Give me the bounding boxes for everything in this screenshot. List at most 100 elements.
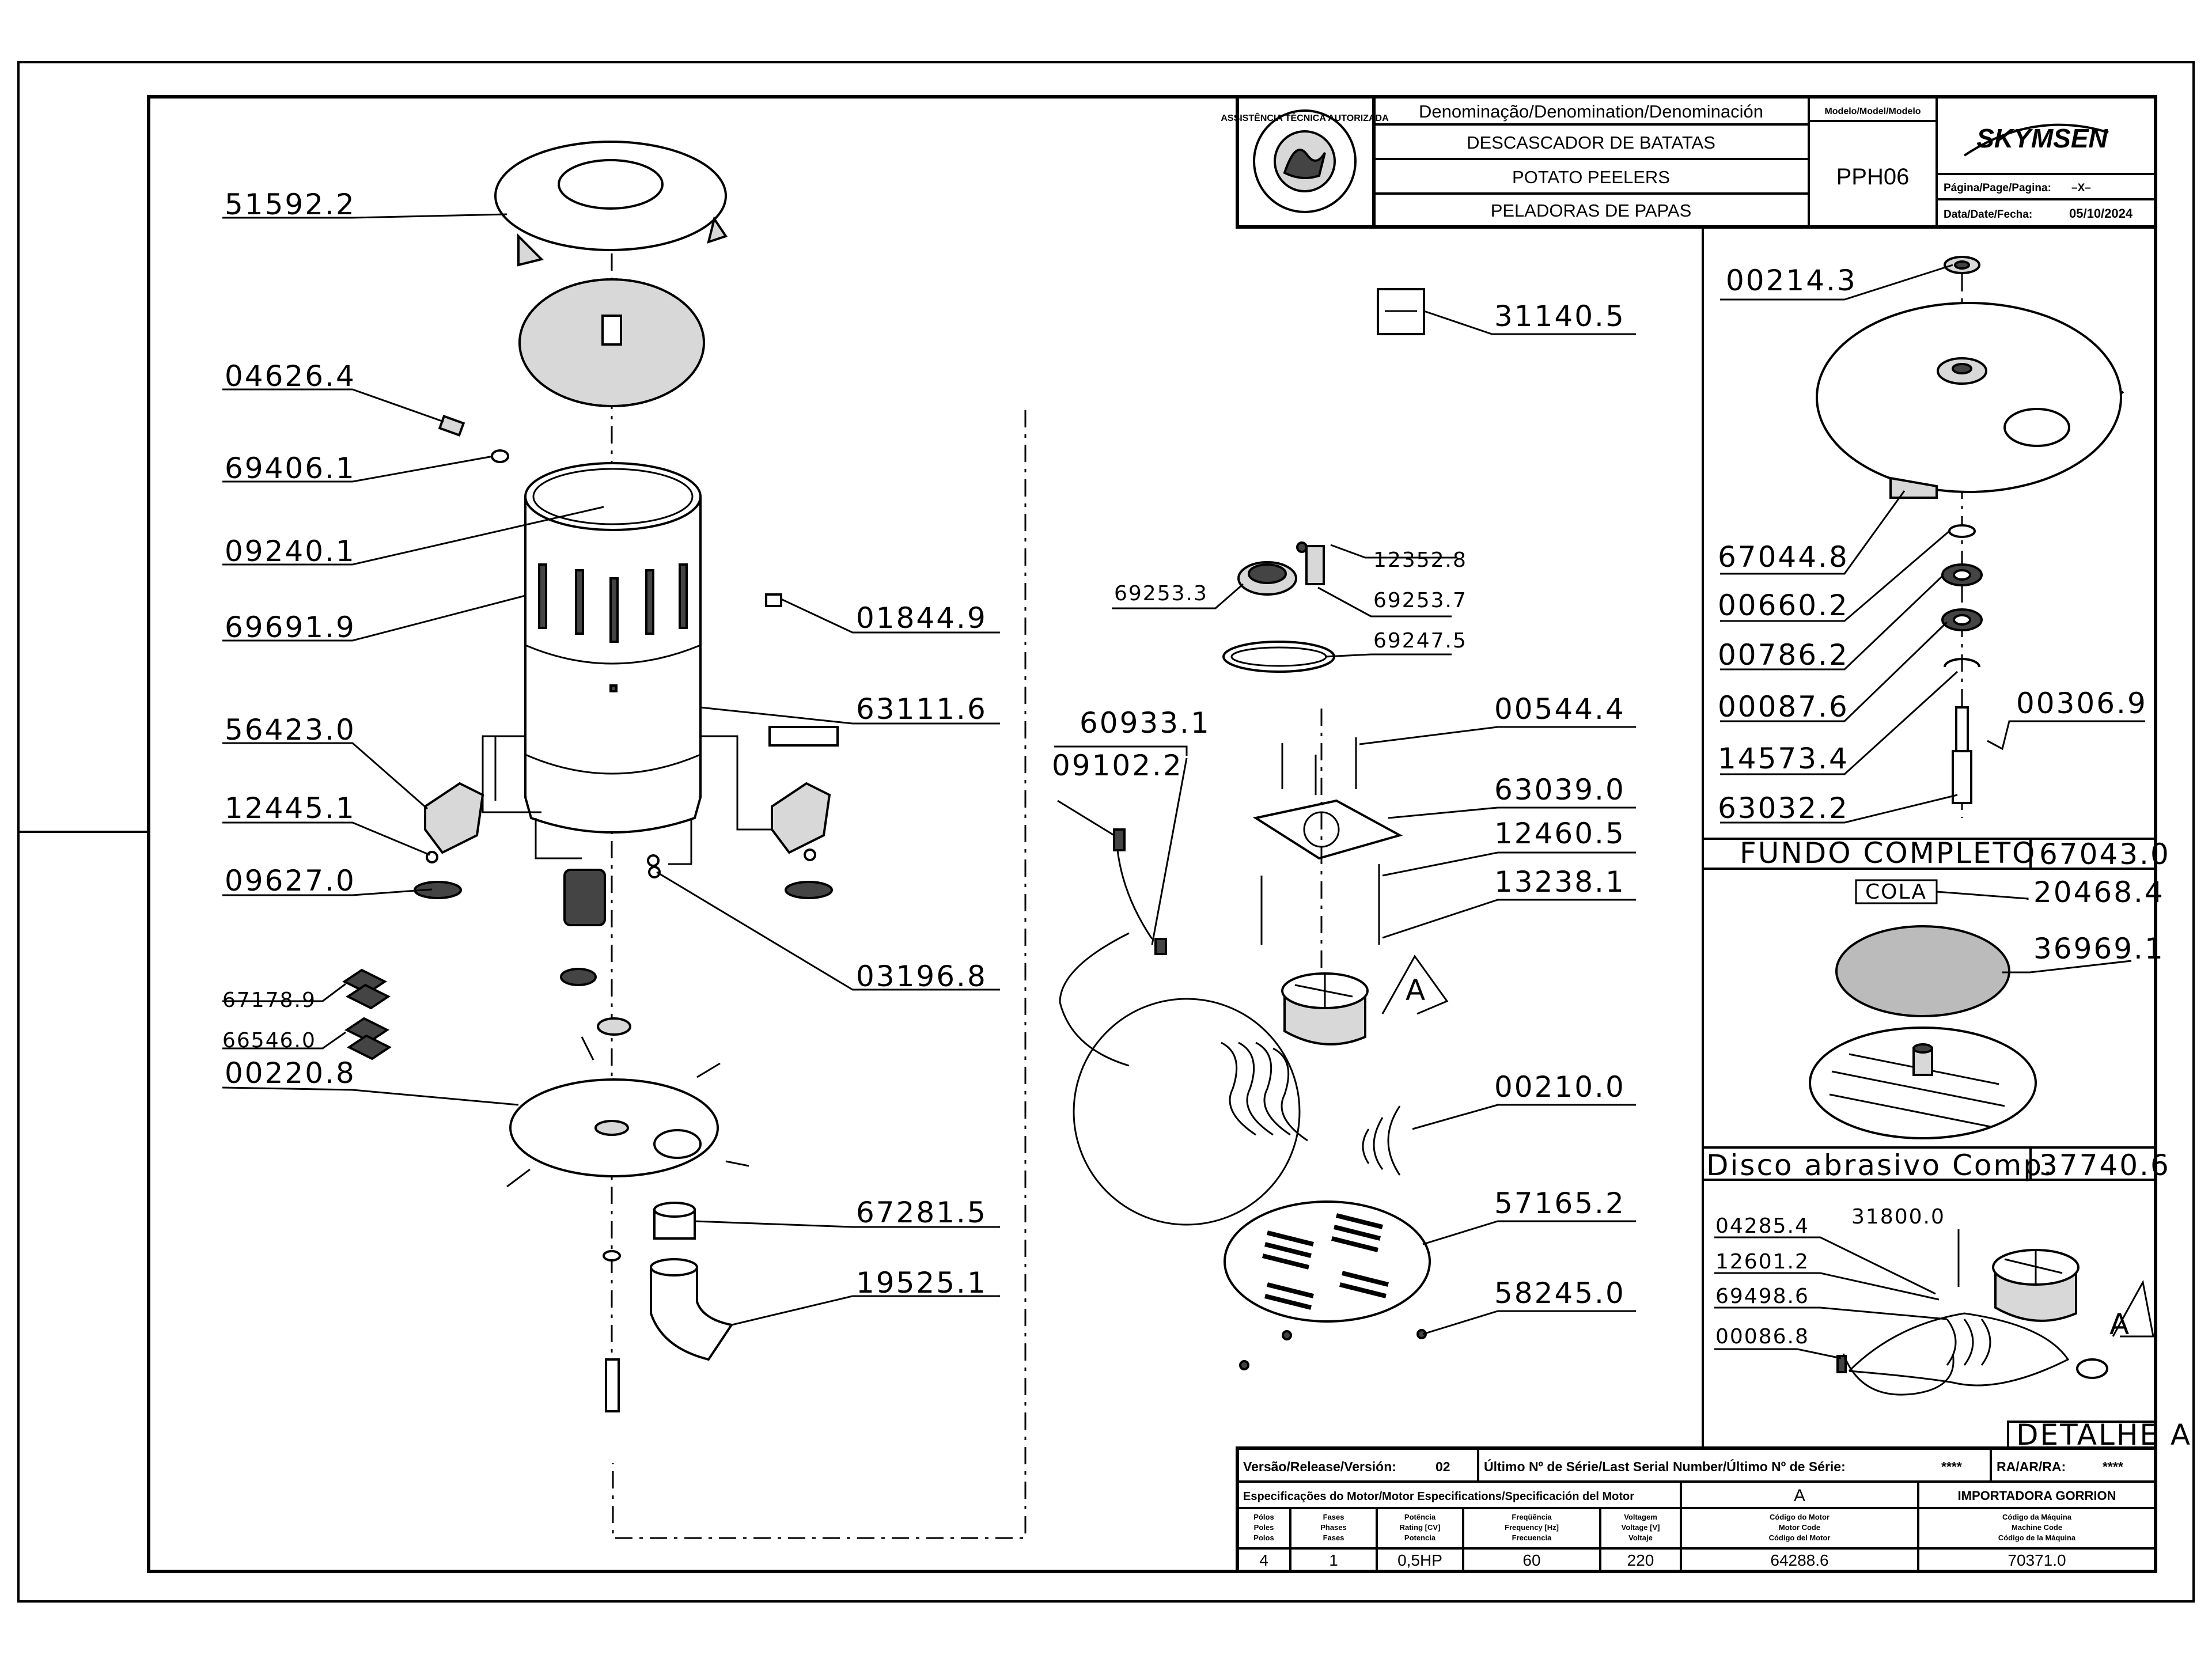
value-machine-code: 70371.0 xyxy=(2008,1551,2066,1569)
top-lid-51592 xyxy=(494,141,728,267)
date-value: 05/10/2024 xyxy=(2069,206,2133,221)
label-31140-5: 31140.5 xyxy=(1494,300,1626,333)
abrasive-disc-base xyxy=(1809,1027,2037,1139)
label-56423-0: 56423.0 xyxy=(225,713,356,747)
page-value: –X– xyxy=(2071,182,2091,194)
col-voltage-1: Voltagem xyxy=(1624,1513,1657,1521)
spec-block: Versão/Release/Versión: 02 Último Nº de … xyxy=(1236,1446,2157,1573)
col-machine-code-3: Código de la Máquina xyxy=(1998,1533,2076,1542)
col-voltage-3: Voltaje xyxy=(1628,1533,1653,1542)
label-12460-5: 12460.5 xyxy=(1494,817,1626,850)
vent-grille-57165 xyxy=(1224,1200,1431,1370)
bearings-stack xyxy=(1941,524,1983,804)
cylinder-body-69691 xyxy=(524,462,839,834)
label-00087-6: 00087.6 xyxy=(1718,690,1849,724)
label-00210-0: 00210.0 xyxy=(1494,1070,1626,1104)
name-pt: DESCASCADOR DE BATATAS xyxy=(1467,132,1715,153)
label-12352-8: 12352.8 xyxy=(1373,548,1467,572)
label-20468-4: 20468.4 xyxy=(2033,876,2165,909)
label-63111-6: 63111.6 xyxy=(856,692,987,726)
label-disco-abrasivo: Disco abrasivo Comp. xyxy=(1706,1149,2054,1182)
base-frame-legs xyxy=(414,735,833,986)
col-machine-code-2: Machine Code xyxy=(2012,1523,2062,1532)
value-voltage: 220 xyxy=(1627,1551,1654,1569)
label-66546-0: 66546.0 xyxy=(222,1029,316,1052)
label-67043-0: 67043.0 xyxy=(2039,838,2171,871)
denomination-header: Denominação/Denomination/Denominación xyxy=(1419,101,1763,122)
label-51592-2: 51592.2 xyxy=(225,188,356,221)
motor-body xyxy=(1057,800,1369,1226)
label-09240-1: 09240.1 xyxy=(225,535,356,568)
value-motor-code: 64288.6 xyxy=(1770,1551,1828,1569)
ra-value: **** xyxy=(2103,1459,2123,1474)
label-04626-4: 04626.4 xyxy=(225,359,356,393)
pulleys-and-belt xyxy=(1222,541,1335,673)
label-67281-5: 67281.5 xyxy=(856,1196,987,1229)
detail-leaders xyxy=(1714,1229,1960,1359)
label-00086-8: 00086.8 xyxy=(1715,1325,1809,1349)
label-sticker-31140 xyxy=(1377,288,1425,335)
label-60933-1: 60933.1 xyxy=(1080,706,1211,740)
label-00220-8: 00220.8 xyxy=(225,1056,356,1090)
value-frequency: 60 xyxy=(1522,1551,1540,1569)
col-voltage-2: Voltage [V] xyxy=(1622,1523,1660,1532)
label-69253-3: 69253.3 xyxy=(1114,582,1208,605)
label-cola: COLA xyxy=(1865,880,1927,904)
name-es: PELADORAS DE PAPAS xyxy=(1491,200,1692,221)
seal-text: ASSISTÊNCIA TÉCNICA AUTORIZADA xyxy=(1221,112,1389,123)
label-detail-marker-a: A xyxy=(1406,974,1427,1007)
abrasive-mesh-36969 xyxy=(1835,925,2010,1017)
label-00214-3: 00214.3 xyxy=(1726,264,1857,297)
label-63039-0: 63039.0 xyxy=(1494,773,1626,806)
col-phases-1: Fases xyxy=(1323,1513,1344,1521)
drain-pipe-19525 xyxy=(603,1202,734,1412)
col-machine-code-1: Código da Máquina xyxy=(2002,1513,2072,1521)
model-value: PPH06 xyxy=(1836,164,1910,190)
version-label: Versão/Release/Versión: xyxy=(1243,1459,1396,1474)
abrasive-disc-top xyxy=(518,278,705,407)
label-12445-1: 12445.1 xyxy=(225,791,356,825)
label-01844-9: 01844.9 xyxy=(856,601,987,635)
label-69498-6: 69498.6 xyxy=(1715,1285,1809,1308)
serial-value: **** xyxy=(1941,1459,1962,1474)
label-00660-2: 00660.2 xyxy=(1718,589,1849,622)
value-phases: 1 xyxy=(1329,1551,1338,1569)
name-en: POTATO PEELERS xyxy=(1512,167,1670,187)
ra-label: RA/AR/RA: xyxy=(1997,1459,2066,1474)
right-leaders xyxy=(1720,264,2145,824)
value-poles: 4 xyxy=(1259,1551,1268,1569)
label-57165-2: 57165.2 xyxy=(1494,1187,1626,1220)
title-block: ASSISTÊNCIA TÉCNICA AUTORIZADA Denominaç… xyxy=(1221,95,2157,229)
label-09627-0: 09627.0 xyxy=(225,864,356,897)
label-69247-5: 69247.5 xyxy=(1373,629,1467,653)
label-13238-1: 13238.1 xyxy=(1494,865,1626,899)
label-00544-4: 00544.4 xyxy=(1494,692,1626,726)
capacitor-clips-00210 xyxy=(1362,1105,1401,1176)
base-plate-00220 xyxy=(506,1017,749,1188)
label-58245-0: 58245.0 xyxy=(1494,1277,1626,1310)
label-63032-2: 63032.2 xyxy=(1718,791,1849,825)
col-frequency-3: Frecuencia xyxy=(1512,1533,1552,1542)
left-leaders xyxy=(222,213,1000,1326)
motor-plate-63039 xyxy=(1252,709,1403,979)
col-motor-code-3: Código del Motor xyxy=(1769,1533,1831,1542)
connectors-67178-66546 xyxy=(342,968,392,1060)
inner-frame xyxy=(147,95,2157,1573)
detail-a-callout xyxy=(1381,955,1449,1015)
label-67044-8: 67044.8 xyxy=(1718,540,1849,574)
motor-spec-label: Especificações do Motor/Motor Especifica… xyxy=(1243,1490,1634,1503)
detail-a-motor xyxy=(1836,1249,2108,1396)
importer: IMPORTADORA GORRION xyxy=(1958,1488,2116,1503)
version-value: 02 xyxy=(1435,1459,1450,1474)
col-poles-2: Poles xyxy=(1254,1523,1274,1532)
label-00306-9: 00306.9 xyxy=(2016,687,2147,720)
date-label: Data/Date/Fecha: xyxy=(1944,209,2032,221)
label-67178-9: 67178.9 xyxy=(222,988,316,1012)
label-31800-0: 31800.0 xyxy=(1851,1205,1945,1229)
label-04285-4: 04285.4 xyxy=(1715,1214,1809,1238)
brand-swoosh xyxy=(1963,123,2109,157)
col-motor-code-1: Código do Motor xyxy=(1770,1513,1830,1521)
motor-code-letter: A xyxy=(1794,1486,1805,1505)
label-12601-2: 12601.2 xyxy=(1715,1250,1809,1274)
label-69253-7: 69253.7 xyxy=(1373,589,1467,612)
